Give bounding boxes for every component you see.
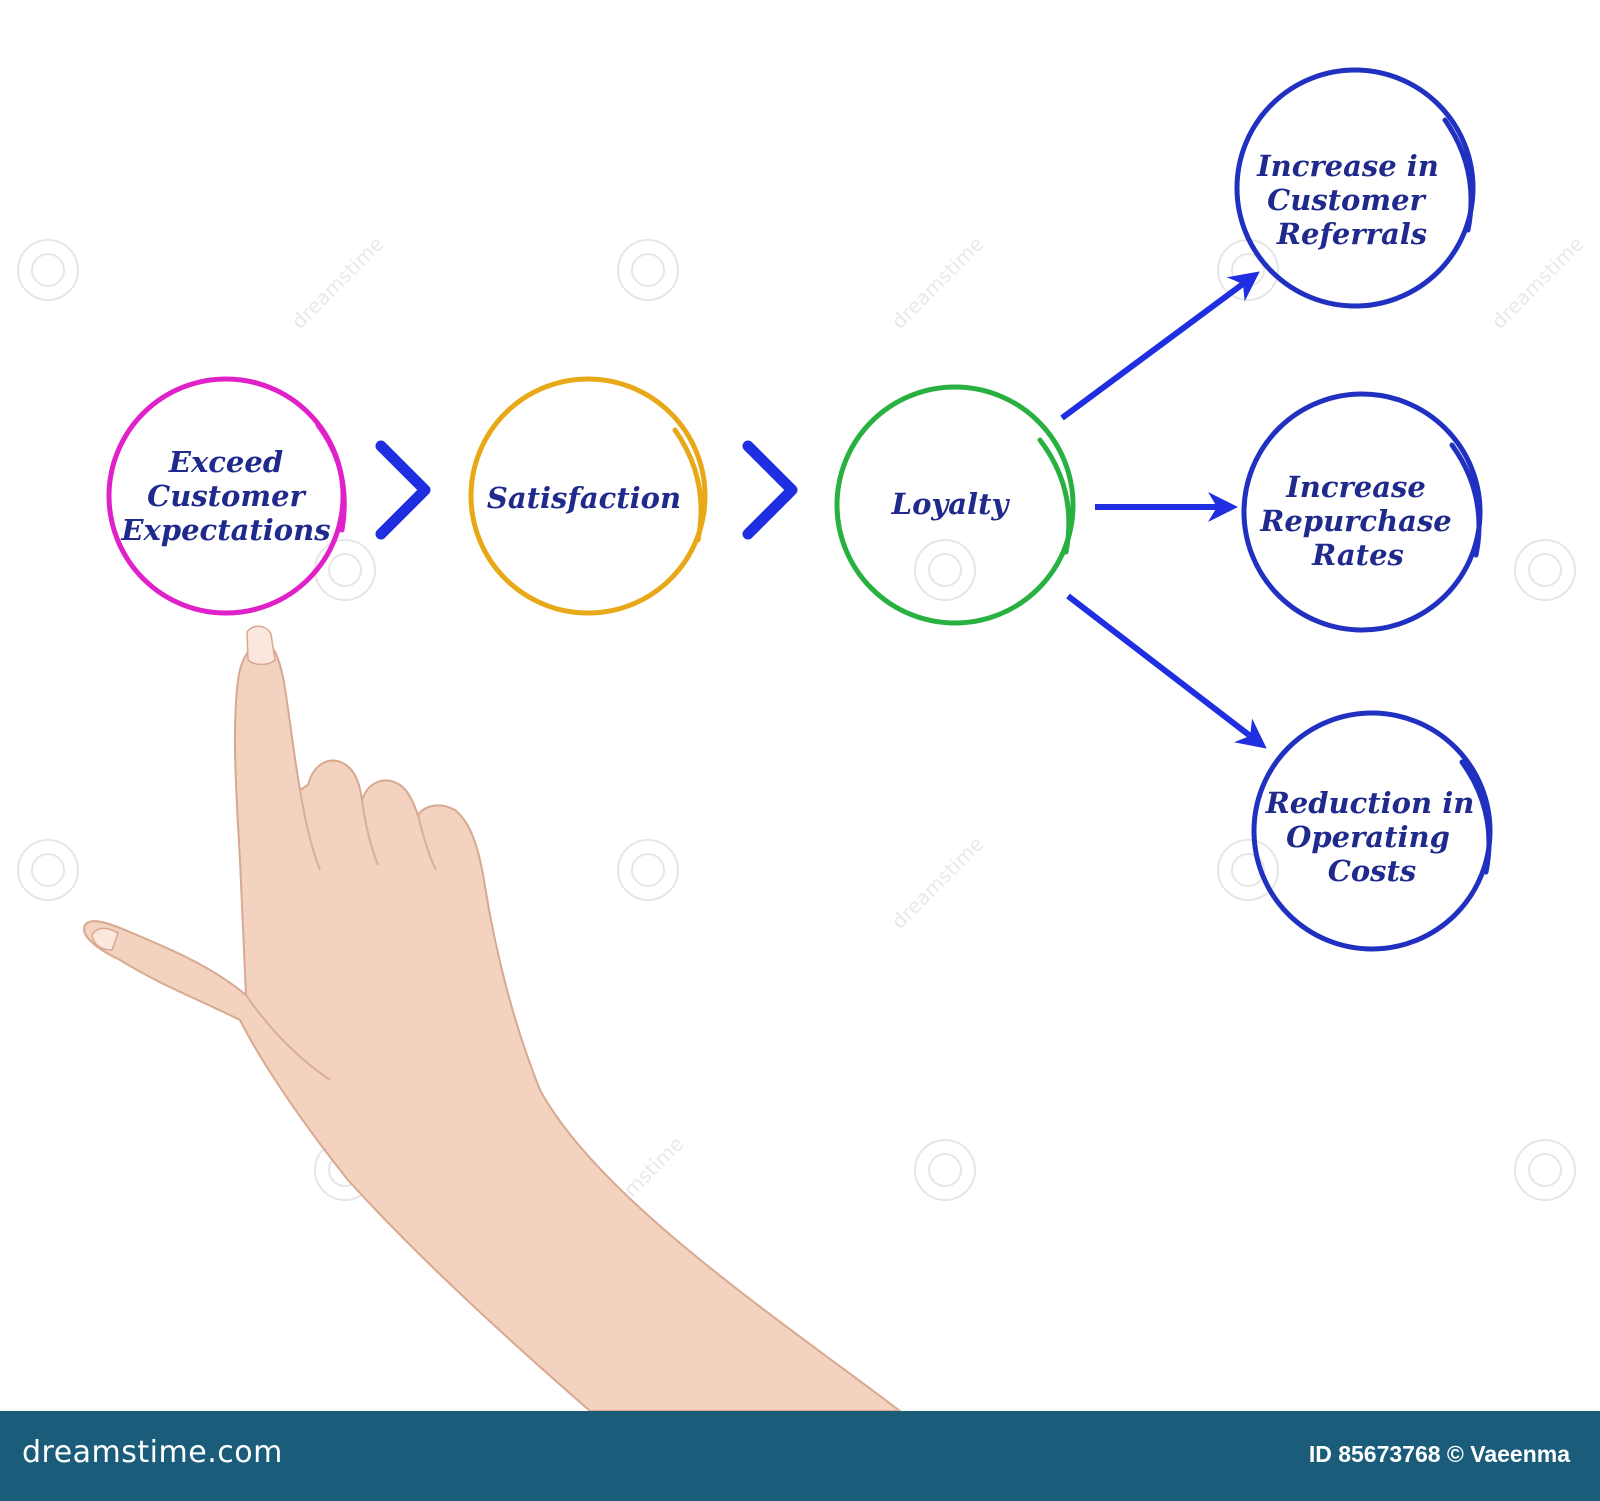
repurchase-label-line1: Increase	[1285, 470, 1426, 504]
footer-logo[interactable]: dreamstime.com	[22, 1435, 283, 1470]
watermark-text: dreamstime	[287, 232, 389, 334]
loyalty-circle	[834, 384, 1076, 626]
watermark-text: dreamstime	[887, 232, 989, 334]
watermark-text: dreamstime	[887, 832, 989, 934]
exceed-circle-stroke-tail	[315, 422, 347, 533]
costs-label-line2: Operating	[1286, 820, 1450, 854]
node-referrals: Increase in Customer Referrals	[1234, 67, 1476, 309]
exceed-label-line1: Exceed	[168, 445, 283, 479]
footer-bar: dreamstime.com ID 85673768 © Vaeenma	[0, 1411, 1600, 1501]
exceed-label-line3: Expectations	[120, 513, 330, 547]
node-loyalty: Loyalty	[834, 384, 1076, 626]
costs-label-line1: Reduction in	[1265, 786, 1475, 820]
chevron-right-icon	[375, 440, 431, 540]
referrals-circle-stroke-tail	[1442, 117, 1474, 233]
costs-label-line3: Costs	[1328, 854, 1416, 888]
arrow-to-referrals	[1060, 271, 1260, 421]
diagram-canvas: dreamstime dreamstime dreamstime dreamst…	[17, 67, 1589, 1411]
costs-circle-stroke-tail	[1459, 759, 1492, 875]
satisfaction-circle-stroke-tail	[672, 427, 704, 543]
loyalty-circle-stroke-tail	[1037, 437, 1072, 555]
pointing-hand-image	[83, 625, 902, 1411]
referrals-label-line3: Referrals	[1276, 217, 1427, 251]
node-repurchase: Increase Repurchase Rates	[1241, 391, 1483, 633]
footer-image-credit: ID 85673768 © Vaeenma	[1308, 1441, 1570, 1467]
node-satisfaction: Satisfaction	[468, 376, 708, 616]
exceed-label-line2: Customer	[147, 479, 307, 513]
repurchase-label-line2: Repurchase	[1259, 504, 1452, 538]
watermark-text: dreamstime	[1487, 232, 1589, 334]
satisfaction-label: Satisfaction	[487, 481, 681, 515]
repurchase-circle-stroke-tail	[1449, 442, 1482, 558]
satisfaction-circle	[468, 376, 708, 616]
loyalty-label: Loyalty	[891, 487, 1011, 521]
arrow-to-costs	[1066, 593, 1267, 749]
node-operating-costs: Reduction in Operating Costs	[1251, 710, 1493, 952]
repurchase-label-line3: Rates	[1311, 538, 1404, 572]
node-exceed-expectations: Exceed Customer Expectations	[106, 376, 347, 616]
referrals-label-line1: Increase in	[1256, 149, 1439, 183]
referrals-label-line2: Customer	[1267, 183, 1427, 217]
chevron-right-icon	[742, 440, 798, 540]
